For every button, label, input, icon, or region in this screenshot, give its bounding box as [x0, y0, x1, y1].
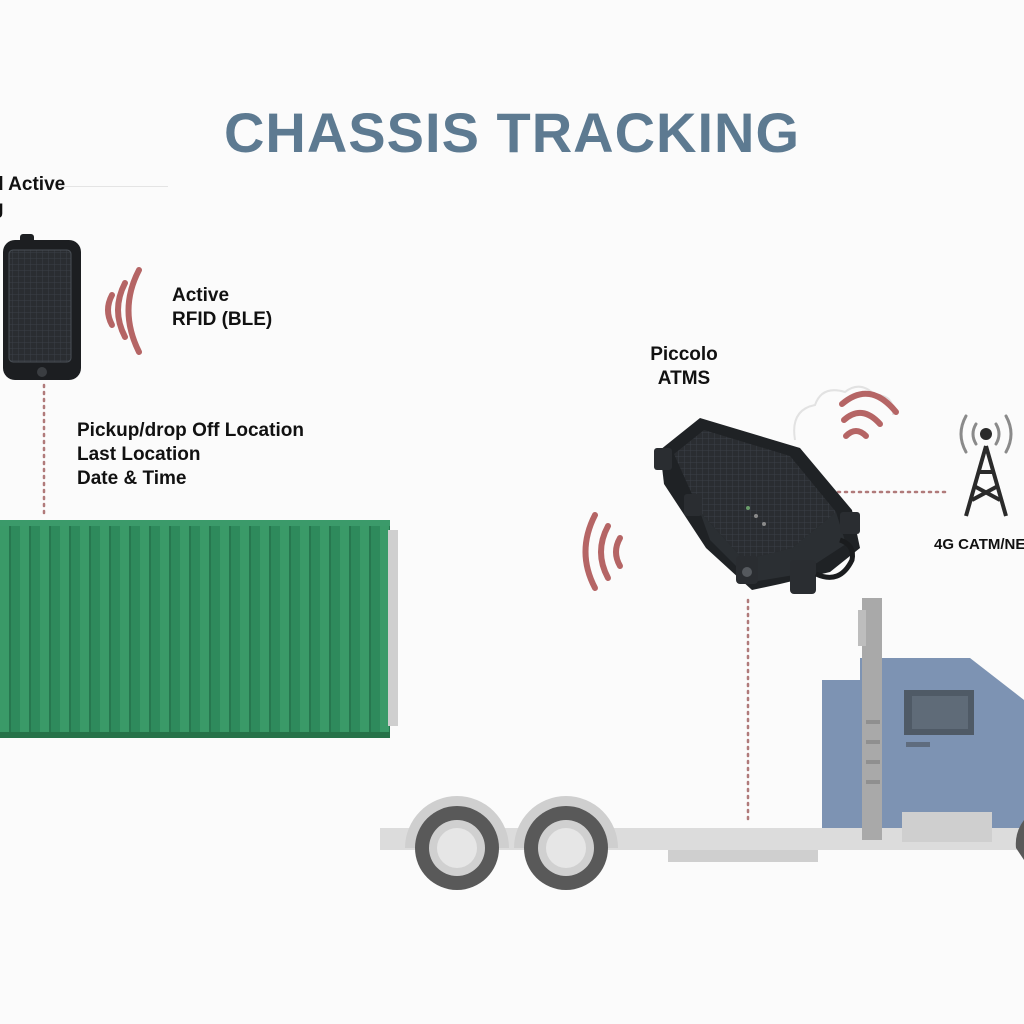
piccolo-atms-label-line1: Piccolo [650, 344, 718, 365]
label-divider [60, 186, 168, 187]
cloud-icon [793, 385, 895, 441]
info-line: Date & Time [77, 468, 187, 489]
info-line: Pickup/drop Off Location [77, 420, 304, 441]
rfid-ble-label-line1: Active [172, 285, 230, 306]
piccolo-device-icon [654, 418, 860, 594]
rfid-tag-icon [3, 234, 81, 380]
piccolo-atms-label: Piccolo ATMS [634, 343, 734, 391]
container-icon [0, 520, 398, 738]
rfid-tag-label-line2: g [0, 197, 65, 221]
signal-waves-icon [839, 390, 899, 439]
signal-waves-icon [582, 512, 623, 591]
truck-icon [380, 598, 1024, 890]
info-list: Pickup/drop Off Location Last Location D… [77, 419, 304, 491]
cell-tower-icon [959, 414, 1013, 517]
signal-waves-icon [105, 267, 142, 355]
piccolo-atms-label-line2: ATMS [657, 368, 711, 389]
network-label: 4G CATM/NE [934, 536, 1024, 553]
page-title: CHASSIS TRACKING [223, 101, 801, 164]
rfid-ble-label-line2: RFID (BLE) [172, 309, 273, 330]
rfid-ble-label: Active RFID (BLE) [172, 284, 272, 332]
rfid-tag-label-line1: d Active [0, 174, 66, 195]
rfid-tag-label: d Active g [0, 173, 65, 221]
info-line: Last Location [77, 444, 201, 465]
